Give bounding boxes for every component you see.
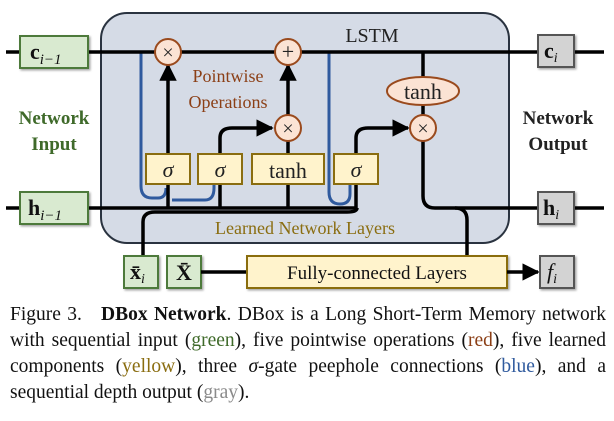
caption-blue: blue <box>501 356 535 377</box>
caption-sigma: σ <box>248 356 259 377</box>
svg-text:σ: σ <box>215 157 227 182</box>
pointwise-label-1: Pointwise <box>192 66 263 86</box>
network-input-label-2: Input <box>31 134 77 155</box>
svg-text:tanh: tanh <box>269 158 307 183</box>
learned-label: Learned Network Layers <box>215 218 395 238</box>
wire-output-gate <box>354 119 410 208</box>
caption-text: ). <box>238 382 250 403</box>
svg-text:X̄: X̄ <box>176 260 192 285</box>
peephole-input <box>172 182 216 202</box>
caption-text: ), five learned components ( <box>10 330 606 377</box>
fc-from-hidden <box>454 206 469 258</box>
wire-input-gate <box>218 119 274 208</box>
layer-output-gate: σ <box>333 153 379 185</box>
output-h-i: hi <box>537 191 575 225</box>
svg-text:×: × <box>417 118 428 140</box>
layer-input-gate: σ <box>197 153 243 185</box>
lstm-container <box>100 12 510 244</box>
caption-text: ), three <box>175 356 249 377</box>
svg-text:hi: hi <box>543 195 559 223</box>
op-output-mult: × <box>409 114 437 142</box>
svg-text:tanh: tanh <box>404 79 442 104</box>
figure-caption: Figure 3. DBox Network. DBox is a Long S… <box>10 302 606 406</box>
caption-text: -gate peephole connections ( <box>258 356 502 377</box>
svg-text:×: × <box>282 118 293 140</box>
layer-candidate: tanh <box>251 153 325 185</box>
svg-text:+: + <box>282 39 294 64</box>
svg-text:σ: σ <box>351 157 363 182</box>
hidden-output-path <box>421 128 604 210</box>
peephole-forget <box>139 53 168 200</box>
svg-text:×: × <box>162 42 173 64</box>
caption-text: . DBox is a Long Short-Term Memory netwo… <box>10 304 606 351</box>
caption-gray: gray <box>203 382 238 403</box>
caption-figure-number: Figure 3. <box>10 304 82 325</box>
peephole-output <box>327 53 352 206</box>
input-x-i: x̄i <box>123 255 159 289</box>
caption-red: red <box>467 330 493 351</box>
caption-text: ), and a sequential depth output ( <box>10 356 607 403</box>
svg-text:ci−1: ci−1 <box>30 39 62 68</box>
input-x-bar: X̄ <box>166 255 202 289</box>
layer-fully-connected: Fully-connected Layers <box>246 255 508 289</box>
input-h-prev: hi−1 <box>19 191 89 225</box>
input-c-prev: ci−1 <box>19 35 89 69</box>
caption-title: DBox Network <box>101 304 227 325</box>
op-cell-add: + <box>274 38 302 66</box>
op-forget-mult: × <box>154 38 182 66</box>
output-c-i: ci <box>537 34 575 68</box>
xi-input-path <box>141 207 359 258</box>
svg-text:fi: fi <box>547 259 557 287</box>
layer-forget-gate: σ <box>145 153 191 185</box>
svg-text:ci: ci <box>544 38 558 66</box>
network-output-label-2: Output <box>528 134 588 155</box>
dbox-network-diagram: LSTM × + × × tanh Pointwise Operations <box>6 12 604 289</box>
network-output-label-1: Network <box>523 108 594 129</box>
network-input-label-1: Network <box>19 108 90 129</box>
output-f-i: fi <box>539 255 575 289</box>
caption-green: green <box>191 330 235 351</box>
svg-text:σ: σ <box>163 157 175 182</box>
op-cell-tanh: tanh <box>386 76 460 106</box>
svg-text:Fully-connected Layers: Fully-connected Layers <box>287 263 467 284</box>
caption-yellow: yellow <box>122 356 176 377</box>
lstm-label: LSTM <box>345 25 399 47</box>
pointwise-label-2: Operations <box>189 92 268 112</box>
svg-text:x̄i: x̄i <box>130 259 145 287</box>
svg-text:hi−1: hi−1 <box>28 195 62 224</box>
op-input-mult: × <box>274 114 302 142</box>
caption-text: ), five pointwise operations ( <box>234 330 468 351</box>
